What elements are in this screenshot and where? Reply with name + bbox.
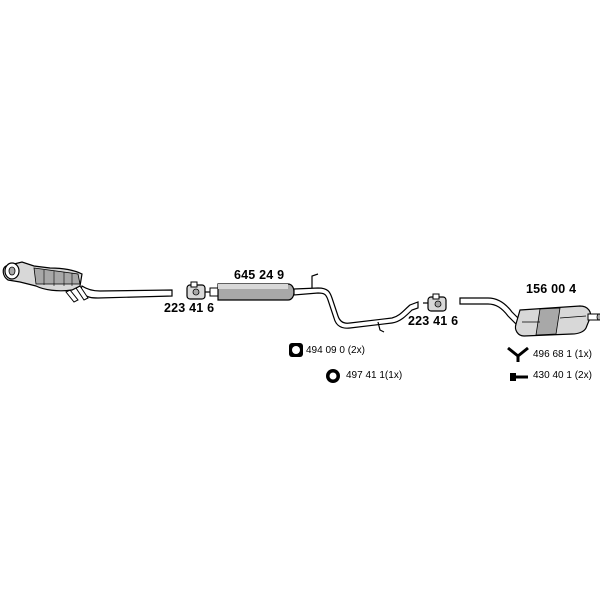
catalytic-converter-front-pipe bbox=[2, 261, 173, 303]
pipe-clamp-left bbox=[186, 281, 210, 300]
accessory-label-1: 494 09 0 (2x) bbox=[306, 345, 365, 356]
middle-silencer-assembly bbox=[209, 273, 419, 333]
rubber-mount-icon bbox=[289, 343, 303, 357]
hanger-bracket-icon bbox=[507, 346, 529, 362]
pipe-clamp-right bbox=[423, 293, 447, 312]
part-number-clamp-left: 223 41 6 bbox=[164, 301, 215, 315]
part-number-middle-silencer: 645 24 9 bbox=[234, 268, 285, 282]
accessory-label-2: 497 41 1(1x) bbox=[346, 370, 403, 381]
bolt-icon bbox=[510, 373, 528, 381]
part-number-clamp-right: 223 41 6 bbox=[408, 314, 459, 328]
part-number-rear-silencer: 156 00 4 bbox=[526, 282, 577, 296]
accessory-label-4: 430 40 1 (2x) bbox=[533, 370, 592, 381]
rear-silencer-assembly bbox=[459, 297, 600, 337]
accessory-label-3: 496 68 1 (1x) bbox=[533, 349, 592, 360]
rubber-mount-ring-icon bbox=[326, 369, 340, 383]
